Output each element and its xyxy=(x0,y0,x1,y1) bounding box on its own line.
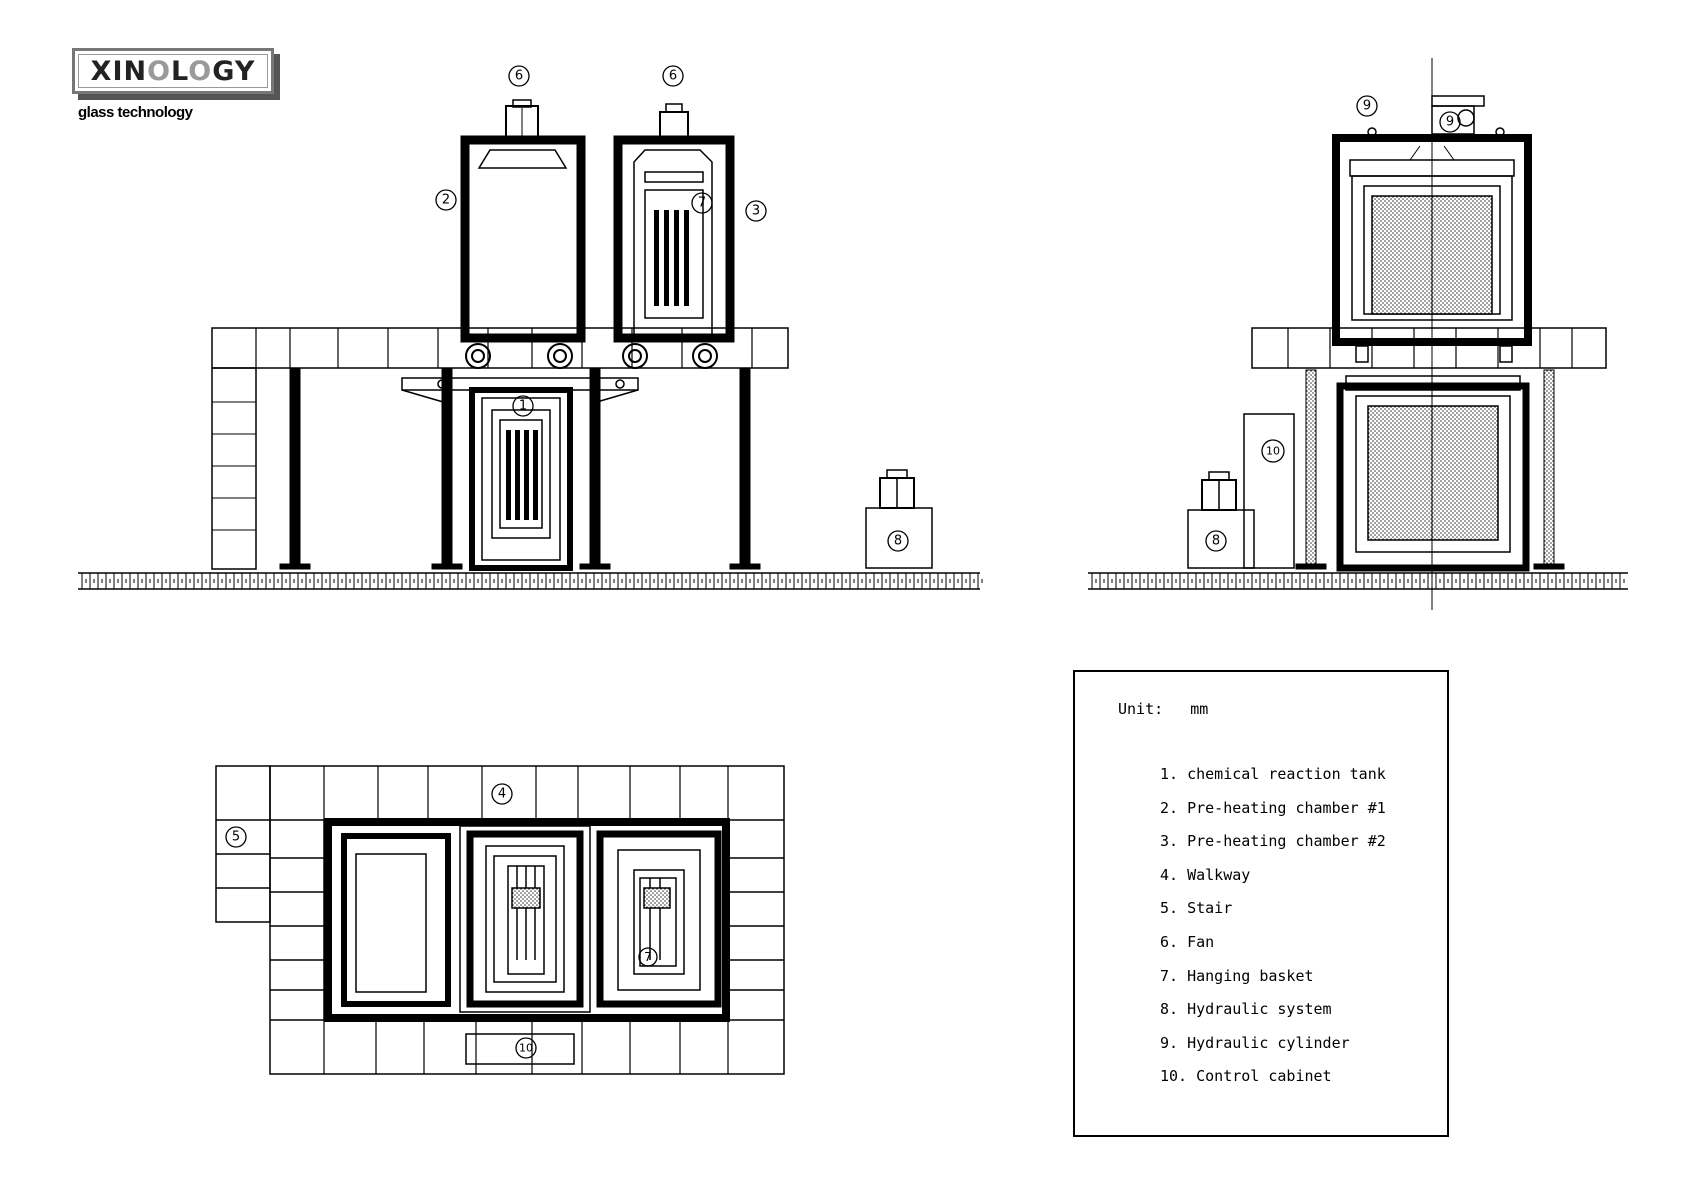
callout-fan-right: 6 xyxy=(669,69,677,84)
legend-unit: Unit: mm xyxy=(1118,700,1208,718)
brand-logo: XINOLOGY xyxy=(72,48,274,94)
legend-item: 5. Stair xyxy=(1160,899,1233,918)
legend-item: 1. chemical reaction tank xyxy=(1160,765,1386,783)
logo-text: XINOLOGY xyxy=(90,55,256,87)
legend-item: 4. Walkway xyxy=(1160,865,1251,884)
callout-hydraulic-side: 8 xyxy=(1212,534,1220,549)
roller-wheels xyxy=(465,343,718,369)
callout-stair: 5 xyxy=(232,830,240,845)
control-cabinet-side xyxy=(1243,413,1295,569)
support-columns xyxy=(279,367,761,570)
plan-view xyxy=(215,765,785,1075)
stair-blocks xyxy=(211,367,257,570)
walkway-platform xyxy=(211,327,789,369)
callout-basket-plan: 7 xyxy=(644,950,652,964)
callout-tank: 1 xyxy=(519,399,527,414)
side-elevation-view xyxy=(1088,58,1628,610)
side-walkway xyxy=(1251,327,1607,369)
preheating-chamber-2 xyxy=(613,103,735,343)
callout-cylinder: 9 xyxy=(1363,99,1371,114)
side-ground-line xyxy=(1088,572,1628,590)
legend-item: 10. Control cabinet xyxy=(1160,1067,1332,1086)
brand-tagline: glass technology xyxy=(78,104,193,121)
legend-unit-label: Unit: xyxy=(1118,700,1164,718)
callout-fan-left: 6 xyxy=(515,69,523,84)
legend-item: 6. Fan xyxy=(1160,932,1215,951)
side-lower-chamber xyxy=(1336,375,1530,572)
legend-item: 2. Pre-heating chamber #1 xyxy=(1160,798,1386,817)
legend-list: 1. chemical reaction tank 2. Pre-heating… xyxy=(1160,764,1386,1100)
legend-item: 9. Hydraulic cylinder xyxy=(1160,1033,1350,1052)
legend-item: 7. Hanging basket xyxy=(1160,966,1314,985)
front-elevation-view xyxy=(78,65,983,590)
legend-item: 8. Hydraulic system xyxy=(1160,1000,1332,1019)
legend-unit-value: mm xyxy=(1190,700,1209,718)
callout-walkway: 4 xyxy=(498,787,506,802)
callout-cylinder-top: 9 xyxy=(1446,115,1454,130)
callout-cabinet-plan: 10 xyxy=(519,1042,533,1055)
callout-hydraulic-front: 8 xyxy=(894,534,902,549)
legend-item: 3. Pre-heating chamber #2 xyxy=(1160,832,1386,851)
legend-box xyxy=(1073,670,1449,1137)
plan-control-cabinet xyxy=(465,1033,575,1065)
chemical-reaction-tank xyxy=(469,387,573,571)
plan-stair xyxy=(215,765,271,923)
plan-basket-2 xyxy=(639,877,677,967)
callout-chamber-1: 2 xyxy=(442,193,450,208)
preheating-chamber-1 xyxy=(460,99,586,343)
hanging-basket-upper xyxy=(654,210,689,306)
callout-chamber-2: 3 xyxy=(752,204,760,219)
hydraulic-system-side xyxy=(1187,471,1255,569)
plan-basket-1 xyxy=(507,865,545,975)
front-ground-line xyxy=(78,572,983,590)
callout-cabinet-side: 10 xyxy=(1266,445,1280,458)
callout-basket-front: 7 xyxy=(698,196,706,211)
hydraulic-system-front xyxy=(865,469,933,569)
